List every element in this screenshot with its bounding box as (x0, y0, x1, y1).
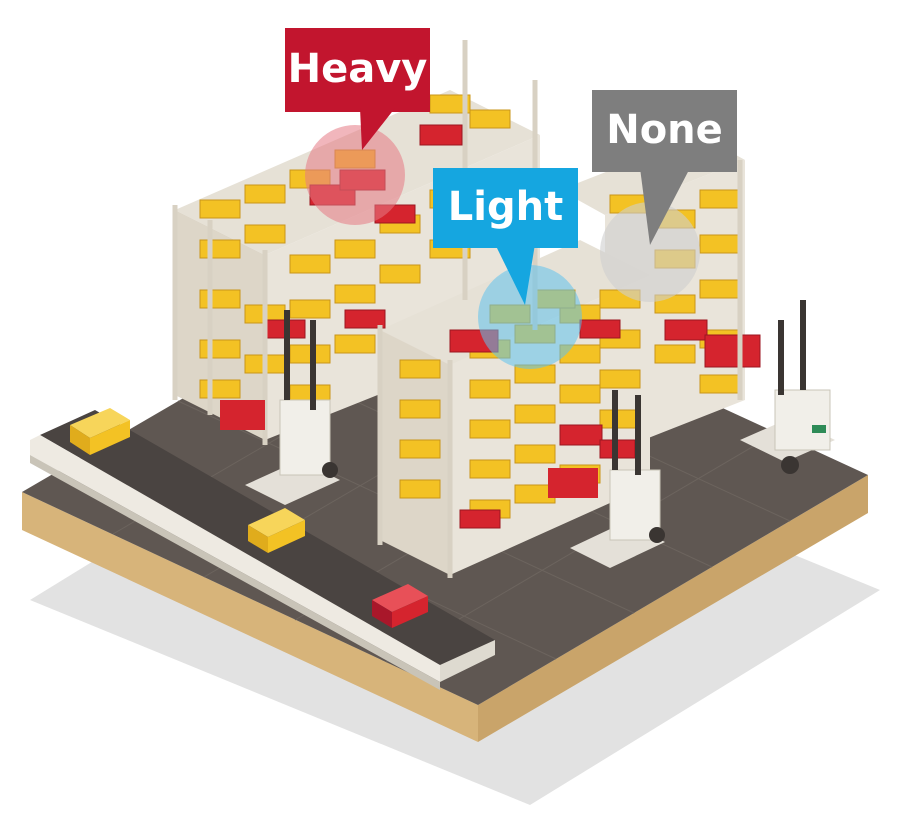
light-highlight (478, 265, 582, 369)
robot-front (548, 390, 665, 568)
callout-heavy-label: Heavy (288, 46, 428, 92)
callout-none: None (592, 90, 737, 245)
callout-light: Light (433, 168, 578, 305)
heavy-highlight (305, 125, 405, 225)
none-highlight (600, 202, 700, 302)
floor-front-edge (22, 492, 478, 742)
callout-heavy: Heavy (285, 28, 430, 150)
callout-light-label: Light (448, 184, 563, 230)
robot-left (220, 310, 340, 505)
robot-right (740, 300, 835, 474)
callout-none-label: None (606, 107, 723, 153)
floor-right-edge (478, 475, 868, 742)
conveyor-boxes (70, 408, 428, 628)
